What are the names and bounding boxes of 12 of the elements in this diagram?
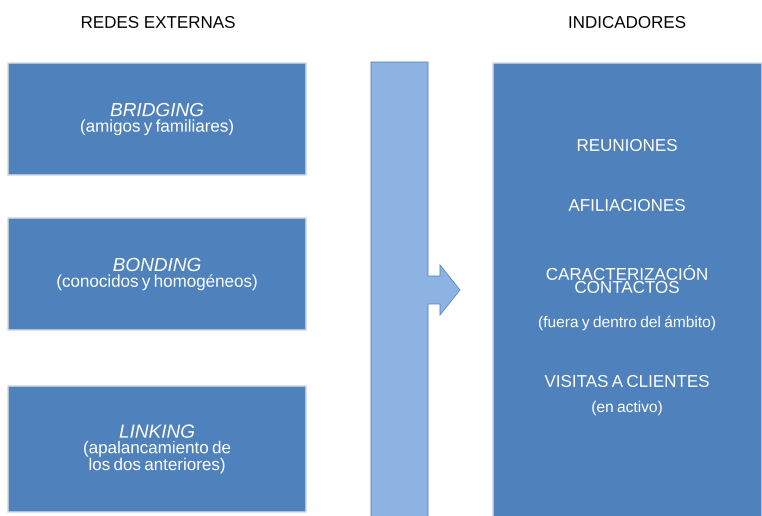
indicator-text: REUNIONES bbox=[578, 138, 677, 152]
category-box: BONDING (conocidos y homogéneos) bbox=[7, 217, 307, 331]
indicator-text: VISITAS A CLIENTES bbox=[544, 374, 709, 387]
block-arrow bbox=[370, 62, 461, 516]
column-heading: INDICADORES bbox=[570, 16, 686, 28]
indicator-text: (en activo) bbox=[592, 400, 662, 416]
category-box: LINKING (apalancamiento de los dos anteriores) bbox=[7, 385, 307, 513]
column-heading: REDES EXTERNAS bbox=[82, 16, 235, 28]
indicator-text: CARACTERIZACIÓN CONTACTOS bbox=[546, 265, 707, 293]
indicator-text: AFILIACIONES bbox=[568, 198, 685, 212]
indicator-text: (fuera y dentro del ámbito) bbox=[539, 316, 715, 330]
category-box: BRIDGING (amigos y familiares) bbox=[7, 62, 307, 176]
